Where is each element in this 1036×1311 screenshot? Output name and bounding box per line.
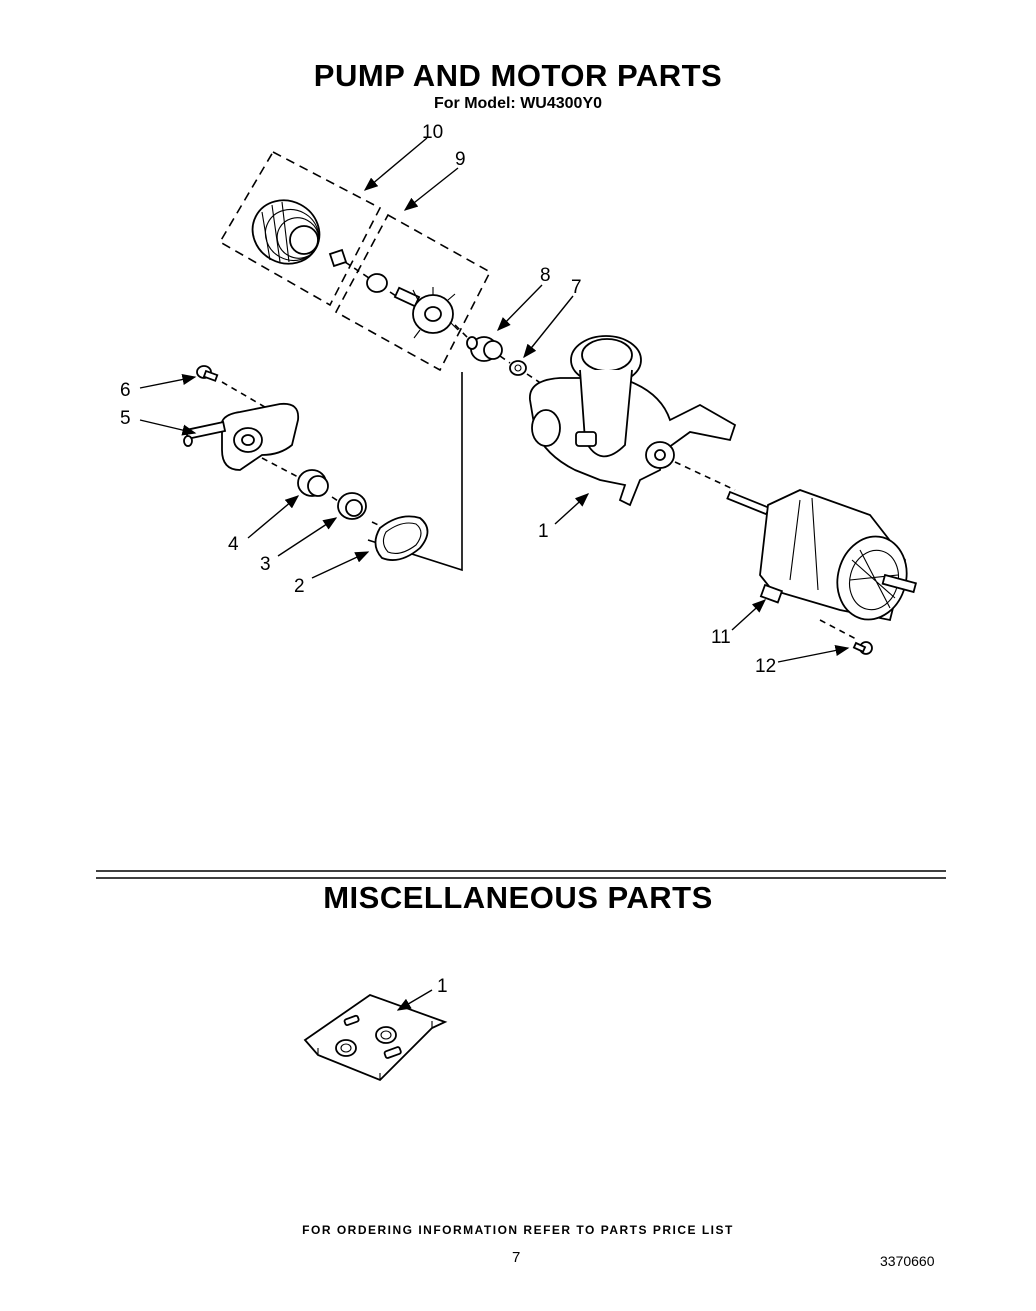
part-9-impeller-drawing [366, 273, 459, 339]
callout-2: 2 [294, 576, 305, 597]
part-6-screw-drawing [196, 365, 219, 382]
model-subtitle: For Model: WU4300Y0 [433, 95, 603, 112]
part-4-bushing-drawing [297, 469, 329, 497]
leader-part-6 [139, 373, 197, 389]
callout-5: 5 [120, 408, 131, 429]
leader-part-12 [777, 644, 850, 663]
part-6-centerline [221, 381, 271, 411]
callout-6: 6 [120, 380, 131, 401]
document-number: 3370660 [880, 1253, 935, 1269]
part-10-seal-drawing [251, 199, 348, 268]
part-1-pump-housing-drawing [529, 335, 737, 507]
leader-part-10 [363, 137, 428, 191]
callout-11: 11 [711, 627, 731, 648]
leader-misc-part-1 [396, 989, 433, 1011]
callout-1: 1 [538, 521, 549, 542]
part-2-gasket-drawing [374, 515, 429, 561]
part-3-seal-drawing [337, 492, 367, 520]
leader-part-4 [247, 495, 300, 539]
page-title: PUMP AND MOTOR PARTS [313, 58, 723, 93]
leader-part-3 [277, 517, 338, 557]
group-box-part-10 [218, 150, 382, 307]
callout-4: 4 [228, 534, 239, 555]
callout-3: 3 [260, 554, 271, 575]
leader-part-2 [311, 551, 370, 579]
callout-9: 9 [455, 149, 466, 170]
callout-8: 8 [540, 265, 551, 286]
misc-callout-1: 1 [437, 976, 448, 997]
misc-section-title: MISCELLANEOUS PARTS [323, 880, 713, 915]
part-12-screw-drawing [819, 619, 873, 655]
ordering-note: FOR ORDERING INFORMATION REFER TO PARTS … [302, 1223, 734, 1237]
leader-part-11 [731, 599, 767, 631]
group-box-part-9 [334, 213, 492, 372]
leader-part-8 [497, 284, 543, 332]
part-11-motor-drawing [726, 489, 918, 622]
callout-12: 12 [755, 656, 776, 677]
callout-10: 10 [422, 122, 443, 143]
leader-part-5 [139, 419, 197, 436]
part-8-seal-drawing [466, 336, 503, 362]
callout-7: 7 [571, 277, 582, 298]
misc-part-1-bracket-drawing [303, 993, 448, 1082]
part-5-cover-drawing [183, 402, 300, 471]
motor-shaft-centerline [674, 461, 736, 491]
leader-part-1 [554, 493, 590, 525]
leader-part-7 [523, 295, 574, 359]
page-number: 7 [512, 1249, 521, 1266]
part-7-washer-drawing [509, 360, 527, 376]
leader-part-9 [403, 167, 459, 211]
